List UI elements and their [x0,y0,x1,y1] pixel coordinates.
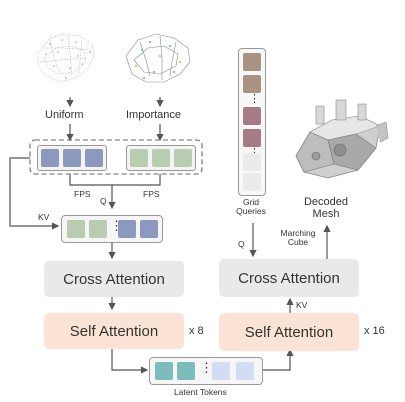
self-attention-encoder: Self Attention [44,313,184,349]
sampled-points-group [29,139,203,175]
query-token-importance [67,220,85,238]
latent-token [155,362,173,380]
grid-query-token [243,153,261,171]
latent-ellipsis: ⋮ [200,360,213,375]
grid-queries-text: Grid Queries [236,197,266,217]
grid-query-token [243,107,261,125]
cross-attention-encoder: Cross Attention [44,261,184,297]
arrow-kv-skip [9,157,60,230]
latent-token [212,362,230,380]
fps-left-label: FPS [74,189,91,199]
uniform-token [63,149,81,167]
latent-tokens-label: Latent Tokens [174,387,227,397]
arrow-self-latent [111,347,149,374]
decoded-mesh-text: Decoded Mesh [303,196,349,221]
query-token-importance [89,220,107,238]
decoded-mesh-label: Decoded Mesh [300,196,352,220]
grid-query-token [243,173,261,191]
uniform-token [41,149,59,167]
encoder-repeat-label: x 8 [189,325,204,337]
q-right-label: Q [238,239,245,249]
self-attention-decoder: Self Attention [219,313,359,351]
uniform-label: Uniform [45,109,84,121]
decoder-repeat-label: x 16 [364,325,385,337]
query-token-group: ⋮ [61,215,163,243]
grid-query-column: ⋮ ⋮ [238,48,266,196]
grid-ellipsis: ⋮ [249,93,260,105]
importance-point-cloud [125,33,191,83]
kv-left-label: KV [38,212,50,222]
kv-right-label: KV [296,300,308,310]
cross-attention-decoder: Cross Attention [219,259,359,297]
arrow-fps-left [69,174,116,210]
latent-token [177,362,195,380]
grid-query-token [243,53,261,71]
marching-cube-label: Marching Cube [273,228,323,248]
query-token-uniform [140,220,158,238]
uniform-token [85,149,103,167]
decoded-mesh [295,99,389,179]
marching-cube-text: Marching Cube [280,228,316,248]
q-left-label: Q [100,196,107,206]
importance-token-group [126,145,196,171]
importance-token [130,149,148,167]
grid-query-token [243,75,261,93]
latent-token [236,362,254,380]
uniform-token-group [37,145,107,171]
arrow-latent-self-right [262,348,294,371]
uniform-point-cloud [37,33,95,83]
grid-query-token [243,129,261,147]
grid-queries-label: Grid Queries [234,197,268,217]
importance-label: Importance [126,109,182,121]
query-token-uniform [118,220,136,238]
importance-token [152,149,170,167]
latent-token-group: ⋮ [149,357,263,385]
fps-right-label: FPS [143,189,160,199]
importance-token [174,149,192,167]
arrow-fps-right [112,174,161,186]
